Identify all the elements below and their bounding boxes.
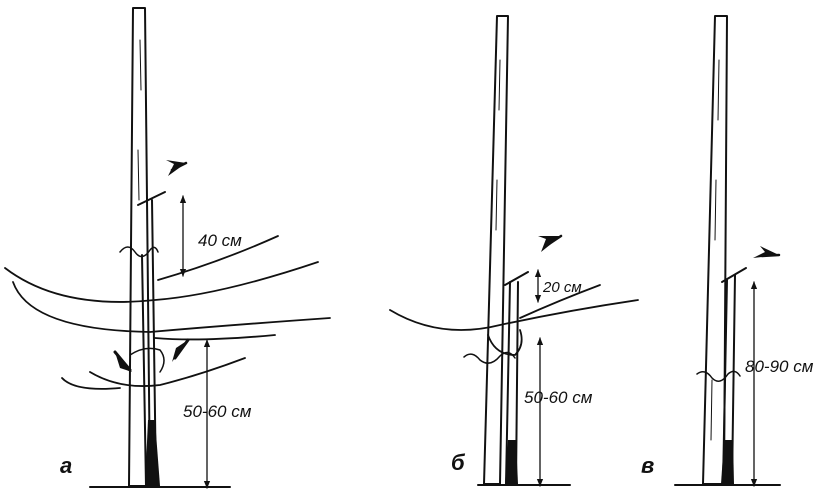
trunk-b (504, 271, 529, 485)
branches-a (4, 235, 331, 390)
cut-arrows-a (113, 160, 190, 372)
tie-a (119, 246, 159, 258)
panel-c: 80-90 см в (641, 15, 814, 487)
dim-label-80-90cm: 80-90 см (745, 357, 814, 376)
cut-arrows-b (538, 234, 563, 252)
cut-arrows-c (753, 246, 781, 258)
tie-c (696, 370, 741, 382)
stake-a (128, 7, 151, 487)
panel-label-a: а (60, 453, 72, 478)
dim-label-20cm: 20 см (542, 279, 582, 296)
panel-label-b: б (451, 450, 466, 475)
panel-b: 20 см 50-60 см б (389, 15, 639, 487)
trunk-c (721, 267, 747, 485)
dim-label-40cm: 40 см (198, 231, 242, 250)
panel-a: 40 см 50-60 см а (4, 7, 331, 489)
stake-b (483, 15, 509, 485)
tie-b (463, 351, 516, 364)
panel-label-c: в (641, 453, 654, 478)
dim-label-50-60cm-b: 50-60 см (524, 388, 593, 407)
branches-b (389, 284, 639, 356)
dim-label-50-60cm-a: 50-60 см (183, 402, 252, 421)
